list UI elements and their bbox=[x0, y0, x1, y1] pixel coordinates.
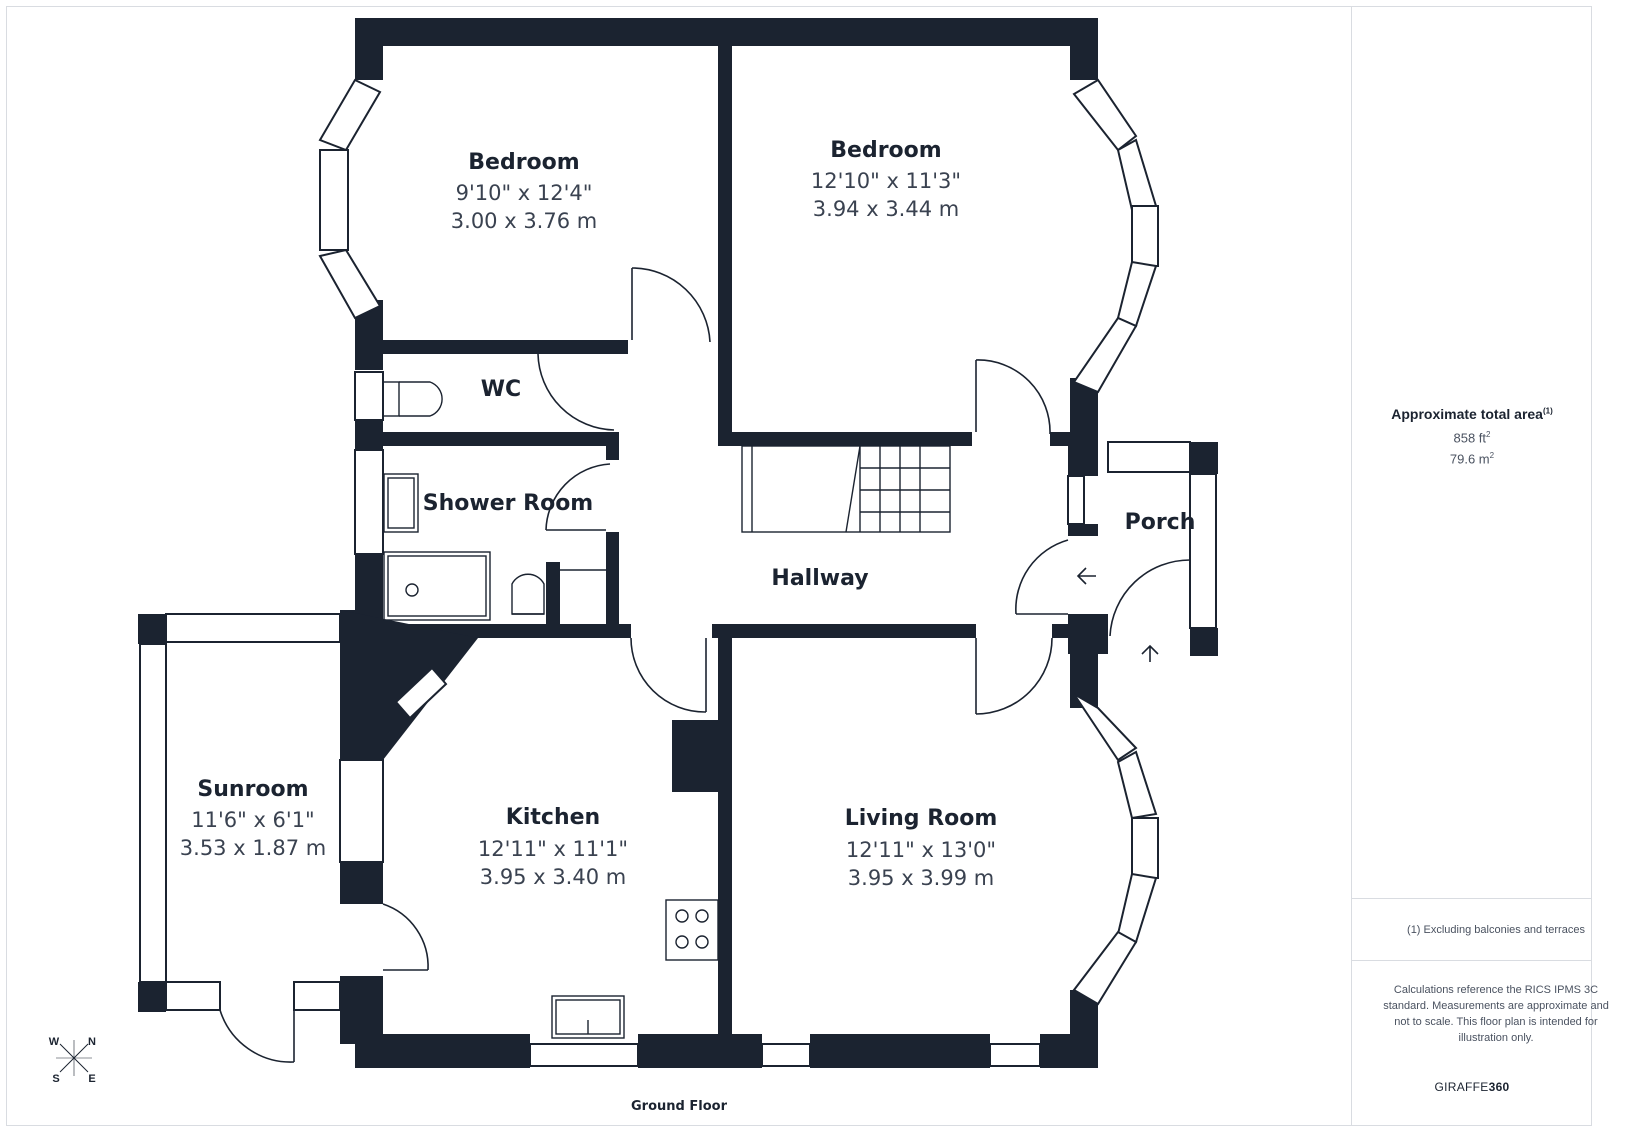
area-summary: Approximate total area(1) 858 ft2 79.6 m… bbox=[1352, 406, 1592, 467]
room-metric-bedroom-1: 3.00 x 3.76 m bbox=[451, 209, 597, 233]
room-name-shower-room: Shower Room bbox=[423, 491, 593, 516]
divider bbox=[1352, 898, 1592, 899]
room-name-porch: Porch bbox=[1125, 510, 1196, 535]
divider bbox=[1352, 960, 1592, 961]
room-metric-kitchen: 3.95 x 3.40 m bbox=[480, 865, 626, 889]
page-frame bbox=[6, 6, 1592, 1126]
room-metric-living-room: 3.95 x 3.99 m bbox=[848, 866, 994, 890]
area-title-text: Approximate total area bbox=[1391, 406, 1543, 422]
room-name-hallway: Hallway bbox=[771, 566, 868, 591]
room-imperial-sunroom: 11'6" x 6'1" bbox=[191, 808, 314, 832]
compass-s: S bbox=[52, 1073, 59, 1085]
room-name-wc: WC bbox=[481, 377, 521, 402]
area-m-sup: 2 bbox=[1489, 451, 1495, 461]
room-metric-bedroom-2: 3.94 x 3.44 m bbox=[813, 197, 959, 221]
walls bbox=[138, 18, 1218, 1068]
fixtures bbox=[382, 381, 951, 1039]
area-m-value: 79.6 m bbox=[1449, 451, 1490, 467]
brand-bold: 360 bbox=[1488, 1080, 1510, 1094]
room-imperial-kitchen: 12'11" x 11'1" bbox=[478, 837, 628, 861]
footnote: (1) Excluding balconies and terraces bbox=[1407, 924, 1585, 936]
room-name-kitchen: Kitchen bbox=[506, 805, 600, 830]
doors bbox=[219, 267, 1191, 1063]
room-imperial-bedroom-1: 9'10" x 12'4" bbox=[456, 181, 593, 205]
area-m: 79.6 m2 bbox=[1352, 451, 1592, 466]
floor-plan: Bedroom 9'10" x 12'4" 3.00 x 3.76 m Bedr… bbox=[49, 18, 1218, 1114]
compass-w: W bbox=[49, 1036, 60, 1048]
area-ft-sup: 2 bbox=[1486, 430, 1491, 439]
windows bbox=[139, 78, 1217, 1067]
room-name-bedroom-2: Bedroom bbox=[830, 138, 941, 163]
area-title-note: (1) bbox=[1542, 406, 1553, 416]
compass-icon: W N S E bbox=[49, 1036, 96, 1085]
room-name-sunroom: Sunroom bbox=[197, 777, 308, 802]
info-panel: Approximate total area(1) 858 ft2 79.6 m… bbox=[1351, 6, 1609, 1126]
compass-e: E bbox=[88, 1073, 95, 1085]
brand-light: GIRAFFE bbox=[1434, 1080, 1489, 1094]
room-imperial-bedroom-2: 12'10" x 11'3" bbox=[811, 169, 961, 193]
brand-logo: GIRAFFE360 bbox=[1352, 1080, 1592, 1094]
room-imperial-living-room: 12'11" x 13'0" bbox=[846, 838, 996, 862]
floor-label: Ground Floor bbox=[631, 1099, 728, 1114]
room-name-living-room: Living Room bbox=[845, 806, 998, 831]
compass-n: N bbox=[88, 1036, 96, 1048]
room-metric-sunroom: 3.53 x 1.87 m bbox=[180, 836, 326, 860]
disclaimer: Calculations reference the RICS IPMS 3C … bbox=[1383, 984, 1609, 1044]
area-title: Approximate total area(1) bbox=[1352, 406, 1592, 422]
area-ft-value: 858 ft bbox=[1453, 430, 1487, 446]
area-ft: 858 ft2 bbox=[1352, 430, 1592, 445]
room-name-bedroom-1: Bedroom bbox=[468, 150, 579, 175]
